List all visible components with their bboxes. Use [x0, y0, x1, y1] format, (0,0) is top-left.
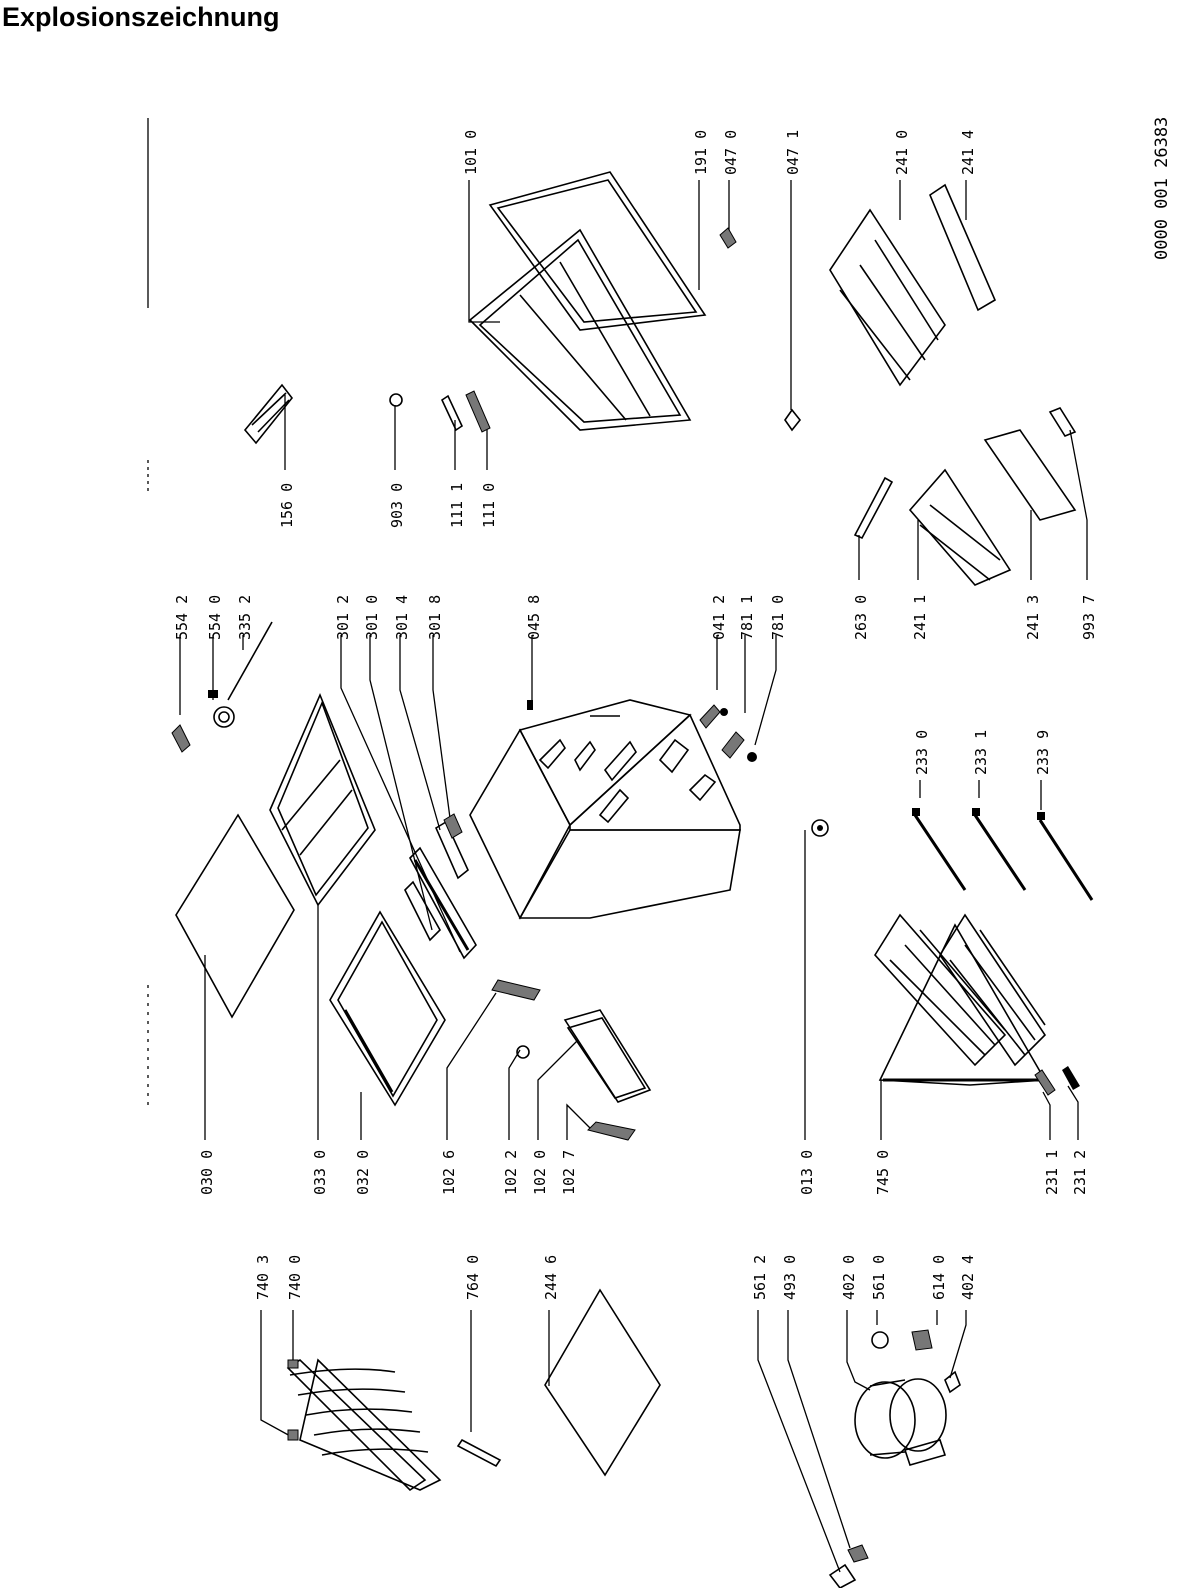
part-label-554-0: 554 0	[206, 595, 224, 640]
compressor-drawing	[828, 1329, 961, 1588]
hinge-parts-drawing	[527, 700, 757, 762]
part-label-745-0: 745 0	[874, 1150, 892, 1195]
drawer-parts-drawing	[491, 979, 652, 1141]
part-label-241-1: 241 1	[911, 595, 929, 640]
part-label-047-1: 047 1	[784, 130, 802, 175]
part-label-241-4: 241 4	[959, 130, 977, 175]
foot-drawing	[811, 819, 829, 837]
part-label-233-9: 233 9	[1034, 730, 1052, 775]
top-shelf-drawing	[269, 692, 376, 907]
label-row-middle-top: 554 2 554 0 335 2 301 2 301 0 301 4 301 …	[173, 595, 1098, 640]
part-label-041-2: 041 2	[710, 595, 728, 640]
label-row-middle-left: 030 0 033 0 032 0 102 6 102 2 102 0 102 …	[198, 1150, 1089, 1195]
part-label-402-4: 402 4	[959, 1255, 977, 1300]
document-number: 0000 001 26383	[1152, 117, 1172, 260]
part-label-740-3: 740 3	[254, 1255, 272, 1300]
part-label-045-8: 045 8	[525, 595, 543, 640]
condenser-drawing	[286, 1358, 502, 1492]
part-label-013-0: 013 0	[798, 1150, 816, 1195]
door-drawing	[468, 171, 802, 432]
part-label-764-0: 764 0	[464, 1255, 482, 1300]
part-label-047-0: 047 0	[722, 130, 740, 175]
label-row-lower: 740 3 740 0 764 0 244 6 561 2 493 0 402 …	[254, 1255, 977, 1300]
leader-lines	[179, 180, 1088, 1573]
back-plate-drawing	[544, 1288, 661, 1477]
ice-tray-drawing	[243, 383, 294, 445]
part-label-102-2: 102 2	[502, 1150, 520, 1195]
part-label-101-0: 101 0	[462, 130, 480, 175]
cover-plate-drawing	[175, 813, 295, 1019]
part-label-102-0: 102 0	[531, 1150, 549, 1195]
part-label-740-0: 740 0	[286, 1255, 304, 1300]
part-label-231-1: 231 1	[1043, 1150, 1061, 1195]
handle-parts-drawing	[389, 390, 491, 433]
part-label-102-6: 102 6	[440, 1150, 458, 1195]
part-label-231-2: 231 2	[1071, 1150, 1089, 1195]
part-label-554-2: 554 2	[173, 595, 191, 640]
part-label-241-0: 241 0	[893, 130, 911, 175]
part-label-561-0: 561 0	[870, 1255, 888, 1300]
part-label-301-0: 301 0	[363, 595, 381, 640]
part-label-032-0: 032 0	[354, 1150, 372, 1195]
part-label-903-0: 903 0	[388, 483, 406, 528]
basket-drawing	[829, 183, 1077, 586]
thermostat-parts-drawing	[171, 621, 273, 753]
part-label-335-2: 335 2	[236, 595, 254, 640]
part-label-402-0: 402 0	[840, 1255, 858, 1300]
part-label-111-1: 111 1	[448, 483, 466, 528]
wire-shelf-drawing	[874, 913, 1080, 1096]
part-label-241-3: 241 3	[1024, 595, 1042, 640]
part-label-233-1: 233 1	[972, 730, 990, 775]
part-label-781-1: 781 1	[738, 595, 756, 640]
part-label-301-4: 301 4	[393, 595, 411, 640]
part-label-102-7: 102 7	[560, 1150, 578, 1195]
part-label-191-0: 191 0	[692, 130, 710, 175]
part-label-156-0: 156 0	[278, 483, 296, 528]
part-label-614-0: 614 0	[930, 1255, 948, 1300]
label-row-233: 233 0 233 1 233 9	[913, 730, 1052, 775]
part-label-263-0: 263 0	[852, 595, 870, 640]
label-row-top: 101 0 191 0 047 0 047 1 241 0 241 4	[462, 130, 977, 175]
part-label-561-2: 561 2	[751, 1255, 769, 1300]
part-label-233-0: 233 0	[913, 730, 931, 775]
part-label-493-0: 493 0	[781, 1255, 799, 1300]
part-label-301-8: 301 8	[426, 595, 444, 640]
rails-drawing	[912, 808, 1094, 901]
label-row-upper: 156 0 903 0 111 1 111 0	[278, 483, 498, 528]
part-label-244-6: 244 6	[542, 1255, 560, 1300]
part-label-301-2: 301 2	[334, 595, 352, 640]
door-shelf-drawing	[404, 813, 477, 960]
door-frame-drawing	[329, 910, 446, 1107]
cabinet-body-drawing	[469, 699, 741, 920]
part-label-111-0: 111 0	[480, 483, 498, 528]
part-label-993-7: 993 7	[1080, 595, 1098, 640]
part-label-033-0: 033 0	[311, 1150, 329, 1195]
page-title: Explosionszeichnung	[2, 2, 280, 32]
part-label-030-0: 030 0	[198, 1150, 216, 1195]
part-label-781-0: 781 0	[769, 595, 787, 640]
